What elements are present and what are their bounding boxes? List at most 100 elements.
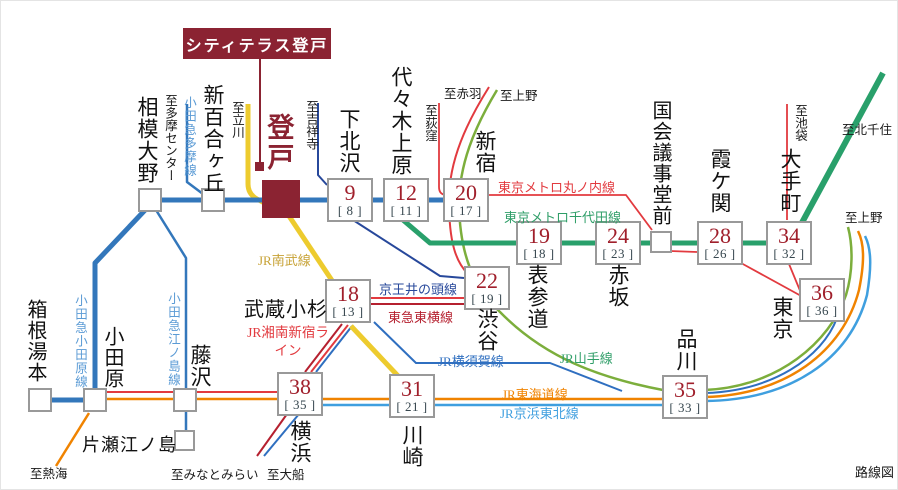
chiyoda-line-kitasenju [795,71,886,232]
minutes-value: 9 [344,180,356,205]
line-label-inokashira: 京王井の頭線 [379,282,458,297]
station-name-hakoneyumoto: 箱根湯本 [24,299,46,383]
station-name-kataseenoshima: 片瀬江ノ島 [82,435,177,455]
dest-label-kitasenju: 至北千住 [842,123,893,137]
line-label-chiyoda: 東京メトロ千代田線 [504,210,622,225]
line-label-nambu: JR南武線 [258,253,311,268]
odakyu-enoshima-line [154,209,188,441]
time-box-otemachi: 34 [ 32 ] [766,221,812,265]
minutes-alt-value: [ 33 ] [669,400,701,415]
map-type-label: 路線図 [855,465,895,480]
dest-label-ueno-east: 至上野 [845,211,883,225]
tokaido-line-atami [54,412,91,467]
odakyu-odawara-line [92,206,149,400]
minutes-value: 31 [401,376,423,401]
time-box-shibuya: 22 [ 19 ] [464,266,510,310]
station-name-fujisawa: 藤沢 [188,344,213,388]
station-name-tokyo: 東京 [770,296,795,340]
minutes-alt-value: [ 32 ] [773,246,805,261]
time-box-shinjuku: 20 [ 17 ] [443,178,489,222]
minutes-alt-value: [ 35 ] [284,397,316,412]
minutes-alt-value: [ 13 ] [332,304,364,319]
minutes-value: 12 [395,180,417,205]
toyoko-line3 [256,413,288,457]
minutes-value: 22 [476,268,498,293]
station-box-odawara [83,388,107,412]
line-label-yokosuka: JR横須賀線 [438,354,504,369]
minutes-alt-value: [ 11 ] [390,203,422,218]
dest-label-tama-center: 至多摩センター [163,94,177,182]
minutes-value: 28 [709,223,731,248]
callout-pointer-line [259,59,261,163]
minutes-alt-value: [ 36 ] [806,303,838,318]
inokashira-line [317,103,328,186]
odakyu-tama-line [185,104,204,195]
marunouchi-line3 [740,262,804,298]
minutes-alt-value: [ 21 ] [396,399,428,414]
station-box-kokkaigijidomae [650,231,672,253]
minutes-value: 18 [337,281,359,306]
callout-pointer-dot [255,162,264,171]
station-name-omotesando: 表参道 [525,264,550,330]
property-callout: シティテラス登戸 [183,28,331,59]
dest-label-ikebukuro: 至池袋 [793,104,807,142]
time-box-tokyo: 36 [ 36 ] [799,278,845,322]
time-box-akasaka: 24 [ 23 ] [595,221,641,265]
yokosuka-line2 [315,325,353,373]
minutes-alt-value: [ 17 ] [450,203,482,218]
marunouchi-line2 [669,250,698,253]
station-name-sagamiono: 相模大野 [135,96,160,184]
station-name-shinagawa: 品川 [674,328,699,372]
line-label-odakyu-tama: 小田急多摩線 [182,96,196,177]
dest-label-tachikawa: 至立川 [230,101,244,139]
minutes-value: 20 [455,180,477,205]
station-box-noborito [262,180,300,218]
toyoko-line2 [304,323,343,373]
dest-label-minatomirai: 至みなとみらい [171,468,259,482]
time-box-kawasaki: 31 [ 21 ] [389,374,435,418]
nambu-line2 [349,324,401,379]
marunouchi-line [484,194,653,231]
station-name-yokohama: 横浜 [288,420,313,464]
time-box-shimokitazawa: 9 [ 8 ] [327,178,373,222]
dest-label-akabane: 至赤羽 [444,87,482,101]
nambu-line [286,214,336,284]
station-name-odawara: 小田原 [101,326,123,389]
station-name-shinyurigaoka: 新百合ヶ丘 [201,84,226,194]
time-box-kasumigaseki: 28 [ 26 ] [697,221,743,265]
keihin-tohoku-line-east [704,235,872,403]
dest-label-atami: 至熱海 [30,467,68,481]
station-name-shimokitazawa: 下北沢 [337,108,362,174]
minutes-value: 38 [289,374,311,399]
minutes-value: 34 [778,223,800,248]
dest-label-ofuna: 至大船 [267,468,305,482]
time-box-yoyogiuehara: 12 [ 11 ] [383,178,429,222]
station-name-musashikosugi: 武蔵小杉 [244,299,328,321]
station-name-kasumigaseki: 霞ケ関 [708,148,733,214]
minutes-alt-value: [ 19 ] [471,291,503,306]
minutes-value: 24 [607,223,629,248]
station-box-shinyurigaoka [201,188,225,212]
dest-label-ueno-north: 至上野 [500,89,538,103]
station-name-otemachi: 大手町 [778,148,803,214]
station-name-shibuya: 渋谷 [475,308,500,352]
minutes-value: 35 [674,377,696,402]
yokosuka-line3 [373,321,623,392]
inokashira-line2 [352,219,465,279]
minutes-value: 36 [811,280,833,305]
line-label-keihin-tohoku: JR京浜東北線 [500,406,579,421]
dest-label-kichijoji: 至吉祥寺 [304,100,318,150]
line-label-marunouchi: 東京メトロ丸ノ内線 [498,180,616,195]
time-box-yokohama: 38 [ 35 ] [277,372,323,416]
station-name-shinjuku: 新宿 [473,130,498,174]
minutes-alt-value: [ 23 ] [602,246,634,261]
dest-label-ogikubo: 至荻窪 [423,104,437,142]
station-name-yoyogiuehara: 代々木上原 [389,66,414,176]
line-label-yamanote: JR山手線 [560,351,613,366]
line-label-toyoko: 東急東横線 [388,310,454,325]
yokosuka-line4 [704,317,838,394]
station-box-hakoneyumoto [28,388,52,412]
yokosuka-line [263,413,300,457]
